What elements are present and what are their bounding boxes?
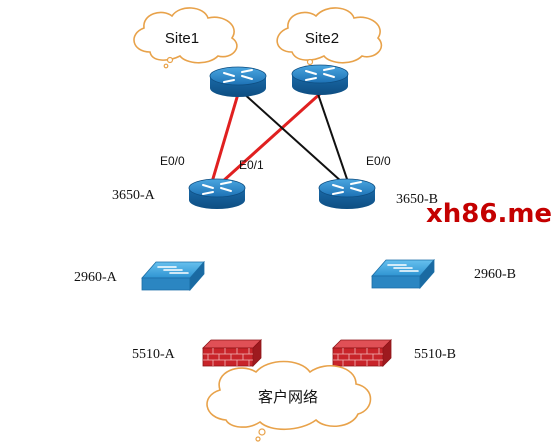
router-icon bbox=[188, 178, 246, 209]
cloud-site1: Site1 bbox=[133, 7, 238, 69]
switch-2960a-label: 2960-A bbox=[74, 270, 118, 285]
link-topleft-3650a bbox=[210, 93, 240, 183]
cloud-site2: Site2 bbox=[276, 7, 383, 71]
switch-icon bbox=[141, 260, 205, 292]
site1-label: Site1 bbox=[165, 30, 199, 47]
cloud-customer: 客户网络 bbox=[206, 360, 372, 442]
firewall-5510b[interactable] bbox=[332, 339, 392, 367]
router-icon bbox=[291, 64, 349, 95]
firewall-5510a[interactable] bbox=[202, 339, 262, 367]
iface-a-e00: E0/0 bbox=[160, 154, 185, 168]
link-topright-3650b bbox=[317, 93, 349, 183]
watermark: xh86.me bbox=[426, 199, 552, 229]
customer-network-label: 客户网络 bbox=[258, 389, 318, 406]
switch-2960a[interactable] bbox=[141, 260, 205, 292]
router-3650b-label: 3650-B bbox=[396, 192, 438, 207]
router-top-left[interactable] bbox=[209, 66, 267, 97]
links bbox=[210, 90, 349, 184]
cloud-icon bbox=[276, 7, 383, 71]
switch-2960b[interactable] bbox=[371, 258, 435, 290]
firewall-icon bbox=[332, 339, 392, 367]
cloud-icon bbox=[133, 7, 238, 69]
link-topleft-3650b bbox=[241, 91, 343, 183]
cloud-icon bbox=[206, 360, 372, 442]
router-icon bbox=[318, 178, 376, 209]
link-topright-3650a bbox=[220, 90, 324, 184]
switch-icon bbox=[371, 258, 435, 290]
firewall-5510a-label: 5510-A bbox=[132, 347, 176, 362]
firewall-icon bbox=[202, 339, 262, 367]
switch-2960b-label: 2960-B bbox=[474, 267, 516, 282]
router-3650b[interactable] bbox=[318, 178, 376, 209]
router-top-right[interactable] bbox=[291, 64, 349, 95]
iface-a-e01: E0/1 bbox=[239, 158, 264, 172]
router-3650a-label: 3650-A bbox=[112, 188, 156, 203]
iface-b-e00: E0/0 bbox=[366, 154, 391, 168]
router-icon bbox=[209, 66, 267, 97]
firewall-5510b-label: 5510-B bbox=[414, 347, 456, 362]
site2-label: Site2 bbox=[305, 30, 339, 47]
router-3650a[interactable] bbox=[188, 178, 246, 209]
